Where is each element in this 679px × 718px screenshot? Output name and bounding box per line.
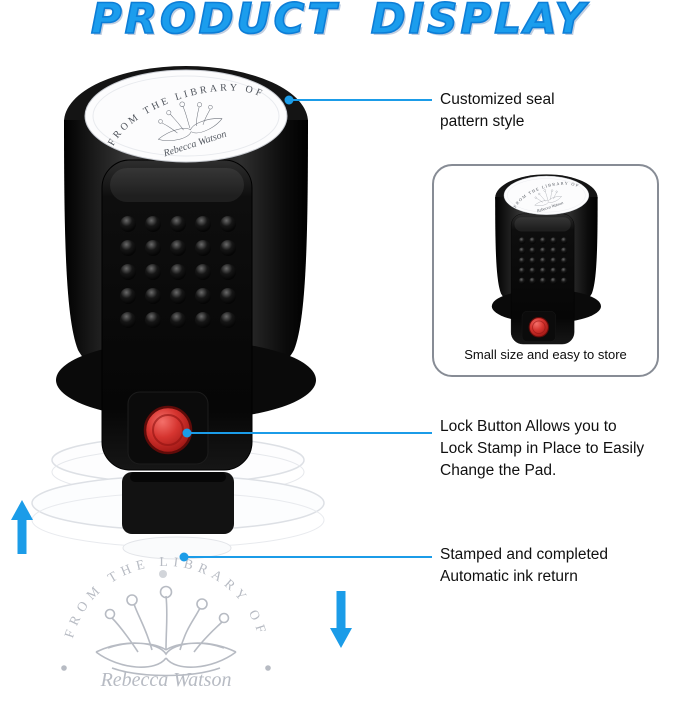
annotation-customized-seal: Customized seal pattern style: [440, 89, 555, 133]
up-arrow-icon: [11, 500, 33, 554]
annotation-lock-button: Lock Button Allows you to Lock Stamp in …: [440, 416, 644, 482]
stamp-main: [54, 64, 318, 472]
annotation-text-line: Lock Button Allows you to: [440, 418, 617, 435]
page-title: PRODUCT DISPLAY: [90, 0, 589, 44]
small-size-inset: Small size and easy to store: [432, 164, 659, 377]
annotation-text-line: pattern style: [440, 113, 525, 130]
ghost-hole: [159, 570, 167, 578]
annotation-text-line: Automatic ink return: [440, 568, 578, 585]
annotation-text-line: Stamped and completed: [440, 546, 609, 563]
stamp-tab: [122, 472, 234, 534]
small-stamp-illustration: [490, 172, 602, 345]
impression-flowers-book-art: [95, 585, 237, 677]
annotation-stamped: Stamped and completed Automatic ink retu…: [440, 544, 608, 588]
annotation-text-line: Change the Pad.: [440, 462, 557, 479]
callouts: [179, 95, 432, 562]
annotation-text-line: Customized seal: [440, 91, 555, 108]
impression-name-text: Rebecca Watson: [100, 669, 232, 691]
annotation-text-line: Lock Stamp in Place to Easily: [440, 440, 645, 457]
small-size-caption: Small size and easy to store: [464, 347, 627, 362]
down-arrow-icon: [330, 591, 352, 648]
